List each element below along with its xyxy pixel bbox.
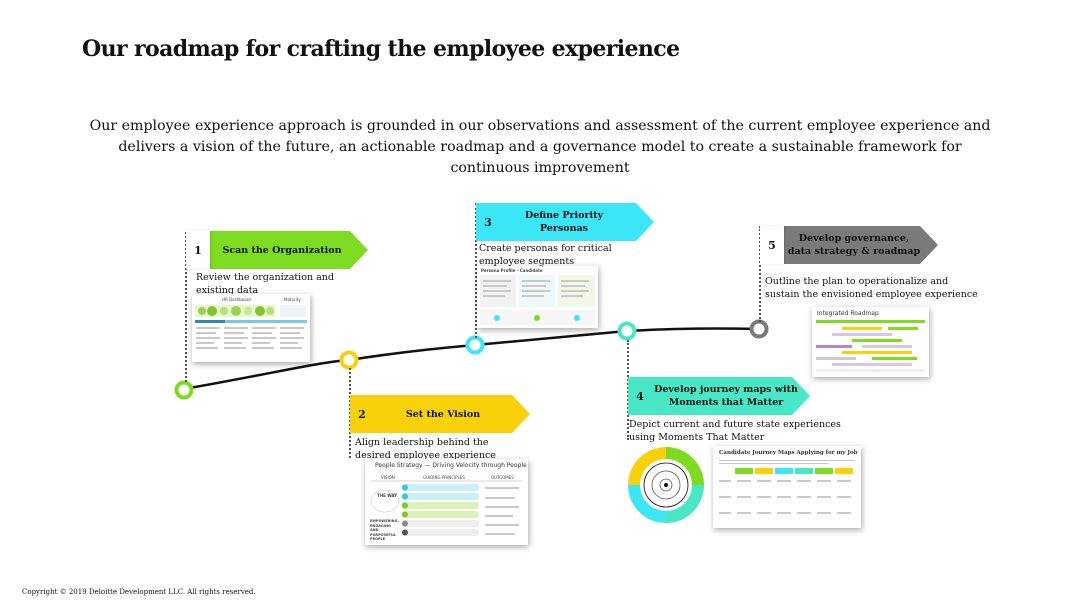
vision-thumb-left-1: THE WAY: [377, 493, 398, 498]
timeline-node-1: [174, 380, 194, 400]
connector-1: [185, 232, 187, 382]
step-3-banner: 3 Define Priority Personas: [476, 203, 654, 241]
scan-thumb-header-1: HR Dashboard: [222, 297, 251, 302]
scan-organization-thumbnail: HR Dashboard Maturity: [192, 294, 310, 362]
vision-thumb-col-3: OUTCOMES: [491, 475, 514, 480]
connector-5: [759, 226, 761, 322]
step-5-description: Outline the plan to operationalize and s…: [765, 276, 978, 300]
vision-thumb-title: People Strategy — Driving Velocity throu…: [375, 462, 527, 469]
step-5-label: Develop governance, data strategy & road…: [787, 233, 921, 257]
step-2-banner: 2 Set the Vision: [350, 395, 530, 433]
connector-3: [475, 203, 477, 338]
page-title: Our roadmap for crafting the employee ex…: [82, 36, 680, 62]
step-2-label: Set the Vision: [405, 408, 481, 420]
step-2-description: Align leadership behind the desired empl…: [355, 437, 496, 461]
integrated-roadmap-thumbnail: Integrated Roadmap: [812, 307, 929, 377]
persona-thumb-title: Persona Profile · Candidate: [481, 268, 543, 273]
step-4-label: Develop journey maps with Moments that M…: [654, 384, 798, 408]
step-2-number: 2: [358, 407, 366, 421]
vision-thumb-left-2: EMPOWERING, ENGAGING AND PURPOSEFUL PEOP…: [370, 519, 399, 541]
timeline-node-2: [339, 350, 359, 370]
intro-text: Our employee experience approach is grou…: [89, 118, 991, 176]
persona-profile-thumbnail: Persona Profile · Candidate: [477, 266, 598, 328]
timeline-node-3: [465, 335, 485, 355]
moments-wheel-thumbnail: [628, 447, 704, 523]
timeline-node-4: [617, 321, 637, 341]
vision-thumb-col-1: VISION: [381, 475, 395, 480]
people-strategy-thumbnail: People Strategy — Driving Velocity throu…: [365, 459, 528, 545]
step-1-label: Scan the Organization: [222, 244, 342, 256]
timeline-node-5: [749, 319, 769, 339]
step-1-banner: 1 Scan the Organization: [186, 231, 368, 269]
step-3-number: 3: [484, 215, 492, 229]
scan-thumb-header-2: Maturity: [284, 297, 301, 302]
vision-thumb-col-2: GUIDING PRINCIPLES: [423, 475, 465, 480]
roadmap-thumb-title: Integrated Roadmap: [817, 310, 879, 317]
step-3-label: Define Priority Personas: [524, 210, 604, 234]
step-5-number: 5: [760, 226, 784, 264]
copyright-text: Copyright © 2019 Deloitte Development LL…: [22, 588, 256, 596]
step-4-number: 4: [636, 389, 644, 403]
step-5-banner: 5 Develop governance, data strategy & ro…: [760, 226, 938, 264]
step-4-description: Depict current and future state experien…: [629, 419, 841, 443]
step-3-description: Create personas for critical employee se…: [479, 243, 612, 267]
journey-map-thumbnail: Candidate Journey Maps Applying for my J…: [713, 446, 861, 528]
step-1-description: Review the organization and existing dat…: [196, 272, 334, 296]
journey-thumb-title: Candidate Journey Maps Applying for my J…: [719, 450, 858, 456]
step-4-banner: 4 Develop journey maps with Moments that…: [628, 377, 810, 415]
step-1-number: 1: [186, 231, 210, 269]
